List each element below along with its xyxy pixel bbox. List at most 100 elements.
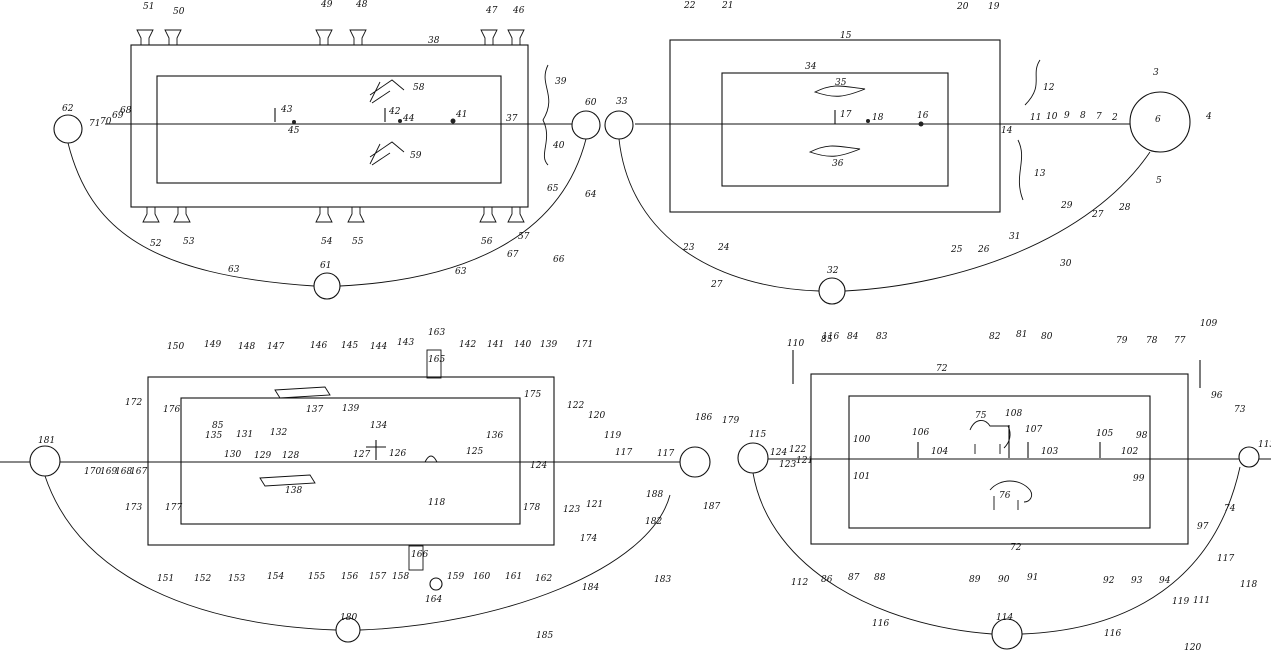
label: 138 — [285, 486, 302, 496]
label: 45 — [287, 126, 300, 136]
node-114 — [991, 618, 1023, 650]
label: 99 — [1133, 474, 1145, 484]
label: 10 — [1046, 112, 1058, 122]
panel-top-right: 22 21 20 19 15 34 35 33 17 18 16 36 12 1… — [604, 1, 1212, 305]
label: 59 — [410, 151, 422, 161]
label: 188 — [646, 490, 663, 500]
label: 117 — [657, 449, 674, 459]
label: 141 — [487, 340, 504, 350]
label: 35 — [835, 78, 847, 88]
label: 144 — [370, 342, 387, 352]
link-116-right — [1021, 466, 1241, 635]
label: 110 — [787, 339, 804, 349]
outer-frame — [669, 39, 1001, 213]
label: 128 — [282, 451, 299, 461]
label: 92 — [1103, 576, 1115, 586]
label: 49 — [320, 0, 333, 10]
label: 143 — [397, 338, 414, 348]
label: 162 — [535, 574, 552, 584]
label: 50 — [173, 7, 185, 17]
label: 8 — [1080, 111, 1086, 121]
label: 3 — [1153, 68, 1159, 78]
label: 119 — [1172, 597, 1189, 607]
label: 46 — [512, 6, 525, 16]
label: 114 — [996, 613, 1013, 623]
label: 86 — [821, 575, 833, 585]
tree-39 — [542, 64, 550, 166]
node-61 — [313, 272, 341, 300]
label: 58 — [413, 83, 425, 93]
label: 111 — [1193, 596, 1210, 606]
label: 54 — [321, 237, 333, 247]
panel-bottom-right: 116 186 179 188 182 187 117 115 110 85 8… — [645, 319, 1271, 653]
label: 27 — [1091, 210, 1104, 220]
fish-137 — [274, 386, 331, 399]
pedestal-row-bottom — [142, 207, 525, 223]
bird-59 — [369, 141, 405, 166]
label: 90 — [998, 575, 1010, 585]
label: 157 — [369, 572, 386, 582]
label: 27 — [710, 280, 723, 290]
label: 120 — [1184, 643, 1201, 653]
label: 17 — [840, 110, 852, 120]
link-27-right — [844, 151, 1151, 292]
label: 129 — [254, 451, 271, 461]
label: 68 — [120, 106, 132, 116]
tree-13 — [1017, 139, 1024, 201]
label: 70 — [100, 117, 112, 127]
label: 44 — [402, 114, 415, 124]
label: 154 — [267, 572, 284, 582]
node-32 — [818, 277, 846, 305]
label: 121 — [796, 456, 813, 466]
label: 115 — [749, 430, 766, 440]
label: 43 — [280, 105, 293, 115]
label: 120 — [588, 411, 605, 421]
label: 13 — [1034, 169, 1046, 179]
label: 186 — [695, 413, 712, 423]
link-63-right — [339, 138, 587, 287]
label: 124 — [530, 461, 547, 471]
label: 160 — [473, 572, 490, 582]
outer-frame — [147, 376, 555, 546]
label: 65 — [547, 184, 559, 194]
label: 139 — [540, 340, 557, 350]
label: 187 — [703, 502, 720, 512]
label: 146 — [310, 341, 327, 351]
node-181 — [29, 445, 61, 477]
label: 63 — [228, 265, 240, 275]
label: 130 — [224, 450, 241, 460]
label: 42 — [388, 107, 401, 117]
inner-frame — [721, 72, 949, 187]
label: 147 — [267, 342, 284, 352]
label: 63 — [455, 267, 467, 277]
mound — [424, 455, 438, 463]
label: 104 — [931, 447, 948, 457]
label: 37 — [506, 114, 518, 124]
label: 152 — [194, 574, 211, 584]
label: 61 — [320, 261, 331, 271]
label: 20 — [956, 2, 969, 12]
label: 167 — [130, 467, 147, 477]
dot-18 — [866, 119, 870, 123]
label: 182 — [645, 517, 662, 527]
label: 151 — [157, 574, 174, 584]
outer-frame — [130, 44, 529, 208]
label: 172 — [125, 398, 142, 408]
label: 7 — [1096, 112, 1102, 122]
label: 161 — [505, 572, 522, 582]
label: 74 — [1224, 504, 1236, 514]
label: 38 — [428, 36, 440, 46]
label: 85 — [821, 335, 833, 345]
label: 137 — [306, 405, 323, 415]
label: 117 — [615, 448, 632, 458]
label: 64 — [585, 190, 597, 200]
label: 85 — [212, 421, 224, 431]
label: 80 — [1041, 332, 1053, 342]
label: 21 — [721, 1, 733, 11]
label: 126 — [389, 449, 406, 459]
label: 66 — [553, 255, 565, 265]
label: 11 — [1030, 113, 1041, 123]
label: 24 — [717, 243, 730, 253]
label: 118 — [428, 498, 445, 508]
label: 89 — [969, 575, 981, 585]
